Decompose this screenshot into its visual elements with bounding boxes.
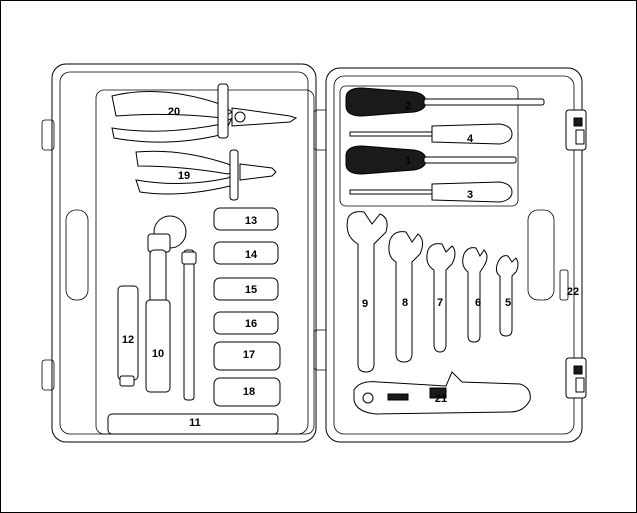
label-20: 20 xyxy=(168,106,180,118)
socket-13 xyxy=(213,207,279,231)
pliers-small xyxy=(135,149,277,201)
wrench-7 xyxy=(426,243,456,353)
label-1: 1 xyxy=(405,155,411,167)
label-19: 19 xyxy=(178,170,190,182)
socket-14 xyxy=(213,241,279,265)
wrench-5 xyxy=(495,255,519,337)
label-17: 17 xyxy=(243,349,255,361)
label-15: 15 xyxy=(245,284,257,296)
extension-bar xyxy=(181,249,197,401)
label-21: 21 xyxy=(435,393,447,405)
wrench-8 xyxy=(388,231,424,363)
label-7: 7 xyxy=(437,297,443,309)
latch-bottom xyxy=(565,357,587,399)
label-13: 13 xyxy=(245,215,257,227)
screwdriver-4 xyxy=(349,123,513,145)
screwdriver-3 xyxy=(349,181,513,203)
wrench-9 xyxy=(346,211,388,373)
label-3: 3 xyxy=(467,189,473,201)
label-12: 12 xyxy=(122,334,134,346)
socket-18 xyxy=(213,377,281,407)
label-22: 22 xyxy=(567,286,579,298)
socket-16 xyxy=(213,311,279,335)
tray-slot-11 xyxy=(107,413,279,435)
label-4: 4 xyxy=(467,133,474,145)
label-16: 16 xyxy=(245,318,257,330)
screwdriver-2 xyxy=(345,87,545,117)
socket-17 xyxy=(213,341,281,371)
socket-adapter xyxy=(117,285,139,387)
label-9: 9 xyxy=(362,298,368,310)
pliers-large xyxy=(111,83,298,143)
label-6: 6 xyxy=(475,297,481,309)
label-11: 11 xyxy=(189,417,201,429)
ratchet-handle xyxy=(145,215,187,393)
wrench-6 xyxy=(462,247,488,343)
label-18: 18 xyxy=(243,386,255,398)
label-5: 5 xyxy=(505,297,511,309)
socket-15 xyxy=(213,277,279,301)
label-10: 10 xyxy=(152,348,164,360)
label-14: 14 xyxy=(245,249,258,261)
screwdriver-1 xyxy=(345,145,517,175)
label-2: 2 xyxy=(405,100,411,112)
callout-labels: 20 19 13 14 15 16 17 18 11 12 10 2 4 1 3… xyxy=(122,100,579,429)
label-8: 8 xyxy=(402,297,408,309)
latch-top xyxy=(565,109,587,151)
adjustable-wrench xyxy=(353,371,531,415)
